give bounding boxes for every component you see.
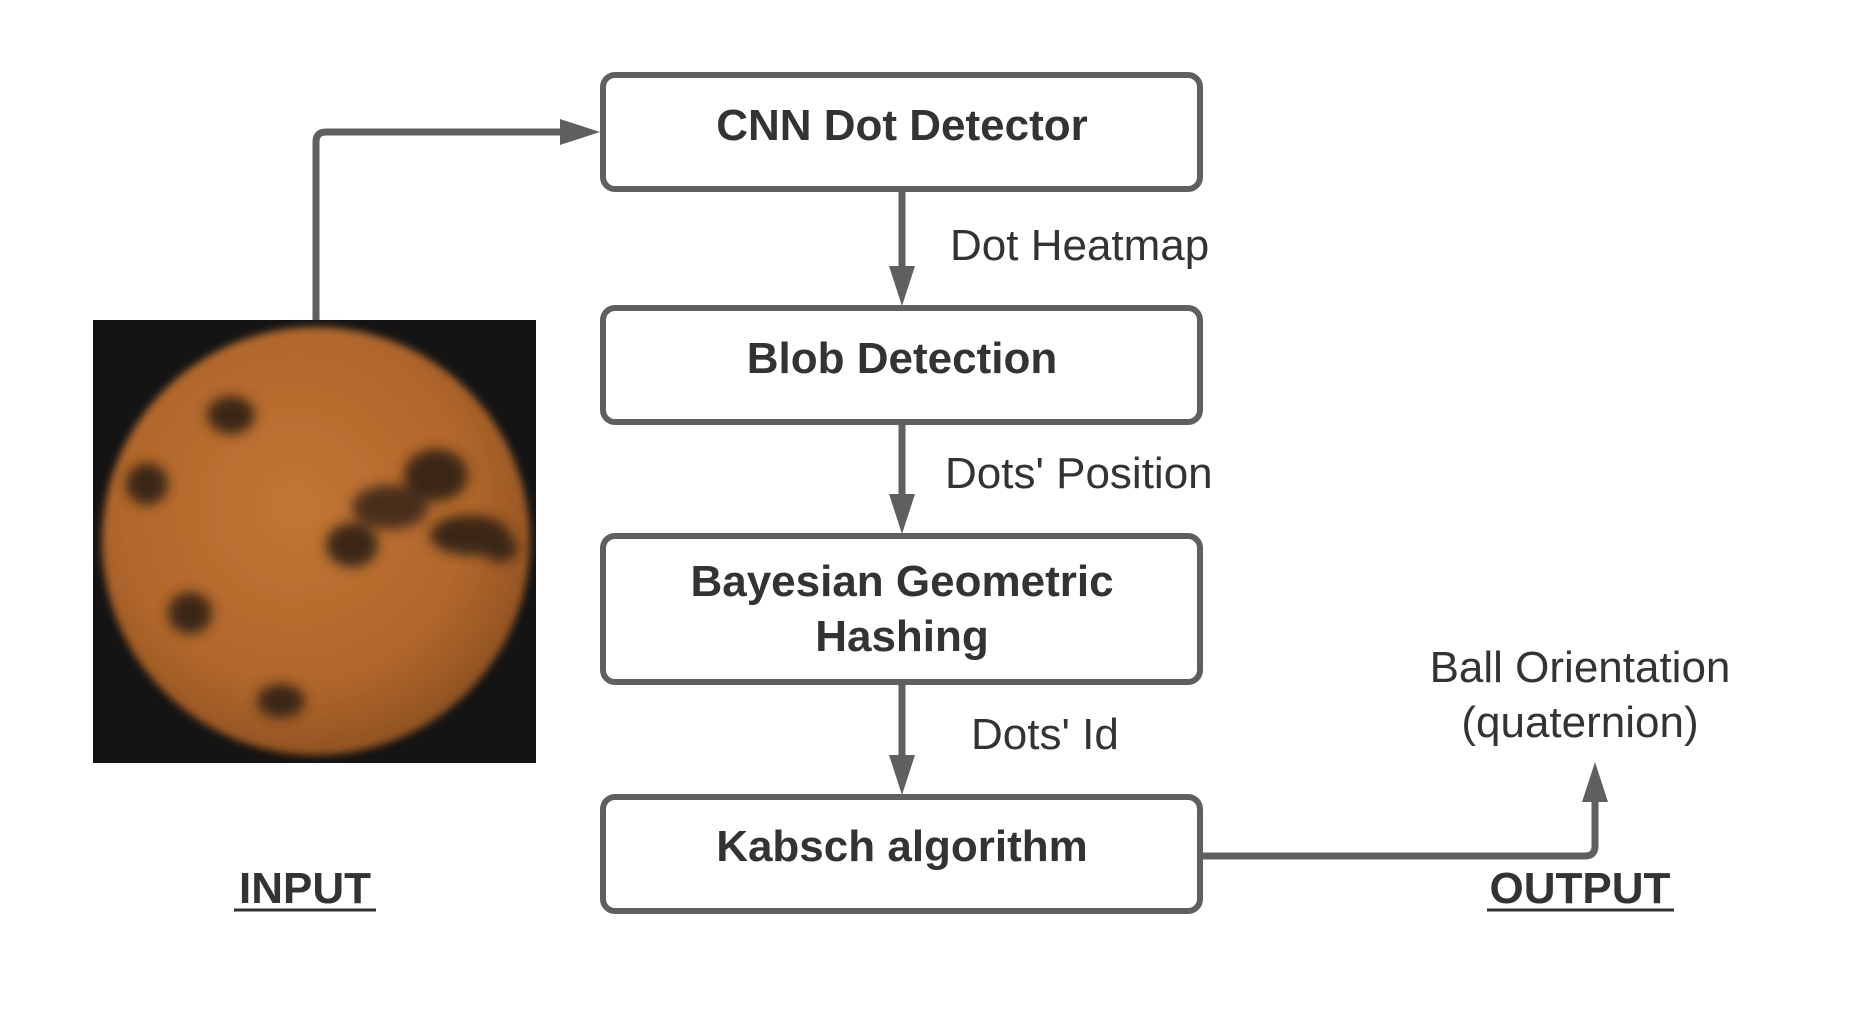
edge-label-dot-heatmap: Dot Heatmap (950, 221, 1209, 270)
arrowhead-blob (889, 266, 915, 306)
connector-kabsch-to-output (1203, 800, 1599, 860)
node-cnn-dot-detector (600, 72, 1203, 192)
node-kabsch-algorithm (600, 794, 1203, 914)
arrowhead-kabsch (889, 755, 915, 795)
node-bayes-label-line2: Hashing (815, 612, 989, 661)
connector-input-to-cnn (312, 128, 562, 320)
node-cnn-label: CNN Dot Detector (716, 101, 1088, 150)
edge-label-dots-position: Dots' Position (945, 449, 1213, 498)
node-bayesian-geometric-hashing (600, 533, 1203, 685)
node-bayes-label-line1: Bayesian Geometric (690, 557, 1113, 606)
input-image (93, 320, 536, 763)
arrowhead-cnn (560, 119, 600, 145)
output-label: OUTPUT (1490, 864, 1671, 913)
output-text-line2: (quaternion) (1461, 698, 1698, 747)
node-blob-label: Blob Detection (747, 334, 1057, 383)
input-label: INPUT (239, 864, 371, 913)
edge-label-dots-id: Dots' Id (971, 710, 1119, 759)
output-text-line1: Ball Orientation (1430, 643, 1731, 692)
node-blob-detection (600, 305, 1203, 425)
arrowhead-bayes (889, 494, 915, 534)
node-kabsch-label: Kabsch algorithm (716, 822, 1088, 871)
arrowhead-output (1582, 762, 1608, 802)
